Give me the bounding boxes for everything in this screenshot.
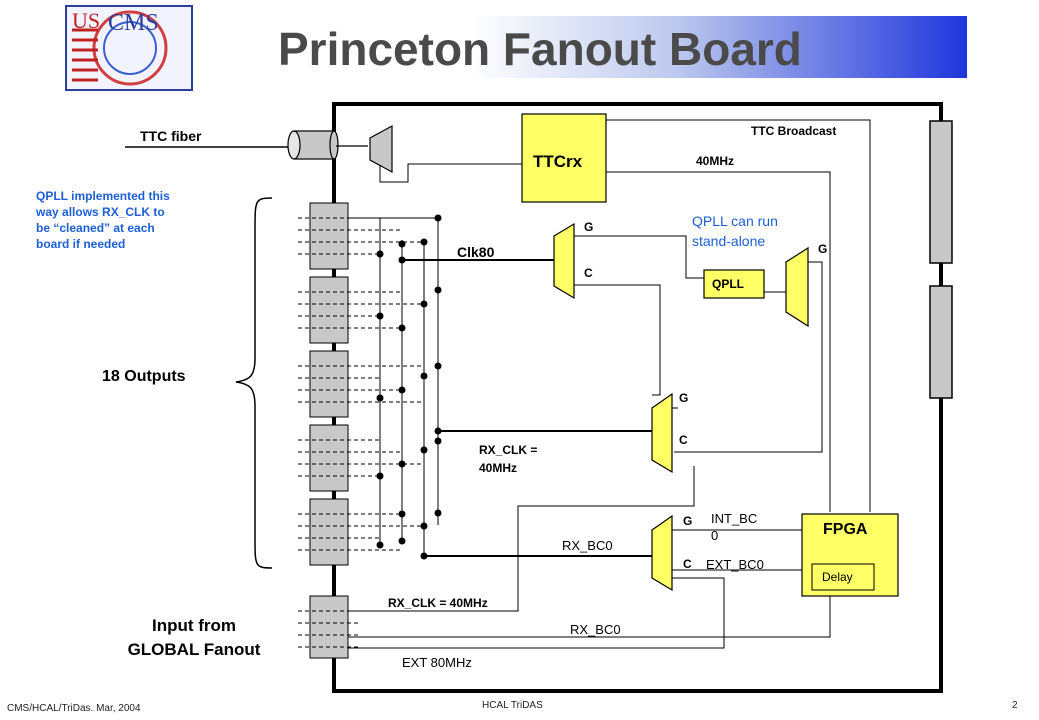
qpll-note-line: way allows RX_CLK to [36, 205, 165, 219]
label-ttc-broadcast: TTC Broadcast [751, 124, 837, 138]
label-int-bc0: INT_BC 0 [711, 510, 757, 544]
label-ttc-fiber: TTC fiber [140, 128, 202, 144]
qpll-note-line: be “cleaned” at each [36, 221, 155, 235]
label-mux2-g: G [818, 242, 828, 256]
input-from-line: Input from [151, 616, 237, 635]
qpll-note-line: board if needed [36, 237, 126, 251]
logo-cms: CMS [108, 10, 159, 36]
input-from-line: GLOBAL Fanout [127, 640, 261, 659]
uscms-logo: US CMS [65, 5, 193, 91]
label-rx-bc0-bottom: RX_BC0 [570, 622, 621, 637]
rx-clk-line: 40MHz [479, 461, 518, 475]
title-bar [205, 16, 967, 78]
label-mux4-g: G [683, 514, 693, 528]
label-ext-bc0: EXT_BC0 [706, 557, 764, 572]
page-title: Princeton Fanout Board [278, 23, 802, 75]
input-connector [309, 595, 349, 659]
ttcrx-block [521, 113, 607, 203]
qpll-standalone-line: QPLL can run [692, 213, 778, 229]
qpll-standalone-note: QPLL can run stand-alone [692, 211, 778, 251]
footer-left: CMS/HCAL/TriDas. Mar, 2004 [7, 703, 141, 714]
qpll-note: QPLL implemented this way allows RX_CLK … [36, 188, 170, 252]
label-mux3-g: G [679, 391, 689, 405]
outputs-brace [235, 197, 273, 569]
label-40mhz: 40MHz [696, 154, 735, 168]
footer-page-number: 2 [1012, 700, 1018, 711]
label-rx-bc0: RX_BC0 [562, 538, 613, 553]
edge-connector-bottom [929, 285, 953, 399]
label-18-outputs: 18 Outputs [102, 368, 186, 385]
fiber-connector [287, 130, 339, 160]
label-mux3-c: C [679, 433, 688, 447]
label-ttcrx: TTCrx [533, 152, 583, 171]
output-connectors [309, 202, 349, 566]
int-bc0-line: INT_BC [711, 511, 758, 526]
label-input-from-global: Input from GLOBAL Fanout [106, 614, 282, 662]
mux-clk80 [553, 222, 575, 300]
label-qpll: QPLL [712, 277, 744, 291]
edge-connector-top [929, 120, 953, 264]
label-mux1-g: G [584, 220, 594, 234]
mux-qpll [785, 246, 809, 328]
mux-rxclk [651, 392, 673, 474]
footer-center: HCAL TriDAS [482, 700, 543, 711]
label-ext-80mhz: EXT 80MHz [402, 655, 472, 670]
delay-block [811, 563, 875, 591]
label-delay: Delay [822, 570, 853, 584]
qpll-note-line: QPLL implemented this [36, 189, 170, 203]
label-rx-clk-40: RX_CLK = 40MHz [479, 441, 537, 477]
label-rx-clk-40-bottom: RX_CLK = 40MHz [388, 596, 488, 610]
logo-us: US [72, 8, 100, 33]
label-mux1-c: C [584, 266, 593, 280]
label-fpga: FPGA [823, 521, 868, 538]
qpll-block [703, 269, 765, 299]
fiber-receiver [369, 124, 393, 174]
int-bc0-line: 0 [711, 528, 719, 543]
mux-rxbc0 [651, 514, 673, 592]
qpll-standalone-line: stand-alone [692, 233, 766, 249]
label-clk80: Clk80 [457, 244, 495, 260]
rx-clk-line: RX_CLK = [479, 443, 538, 457]
label-mux4-c: C [683, 557, 692, 571]
